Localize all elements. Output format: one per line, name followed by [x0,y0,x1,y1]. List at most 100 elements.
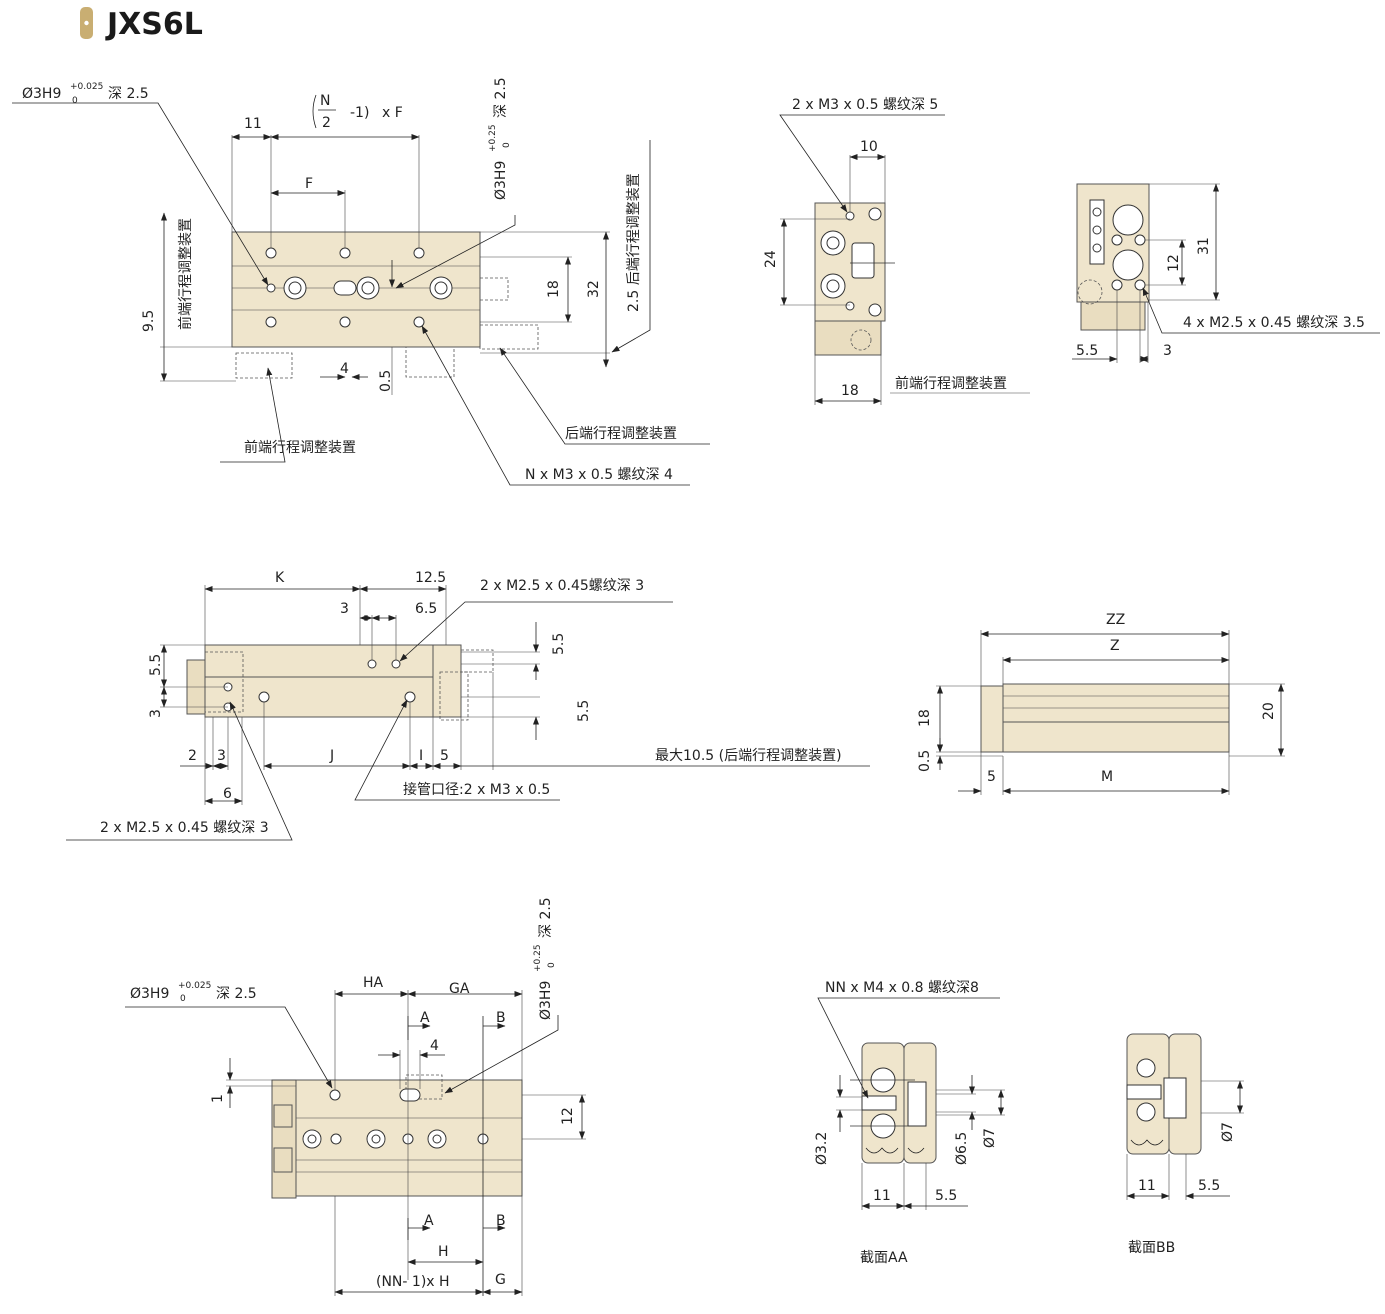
label-m25-3-bot: 2 x M2.5 x 0.45 螺纹深 3 [100,820,269,836]
vert-tol-lower: 0 [502,142,512,148]
end-view: 2 x M3 x 0.5 螺纹深 5 10 24 18 前端行程调整装置 [763,97,1030,405]
bottom-view: Ø3H9 +0.025 0 深 2.5 HA GA Ø3H9 +0.25 0 深… [125,897,586,1296]
dim-5-5f: 5.5 [1198,1178,1220,1194]
dim-2: 2 [188,748,197,764]
dim-3-2: Ø3.2 [814,1132,830,1165]
dim-7: Ø7 [982,1128,998,1148]
dim-3: 3 [1163,343,1172,359]
dim-h: H [438,1244,449,1260]
elevation-view: ZZ Z 18 20 0.5 5 M [917,612,1285,795]
label-two: 2 [322,115,331,131]
label-m25-35: 4 x M2.5 x 0.45 螺纹深 3.5 [1183,315,1365,331]
label-tol-lower: 0 [72,96,78,106]
label-max-10-5: 最大10.5 (后端行程调整装置) [655,748,842,764]
dim-18c: 18 [917,709,933,727]
dim-7b: Ø7 [1220,1122,1236,1142]
vert-hole-label: Ø3H9 [493,161,509,200]
section-aa-view: NN x M4 x 0.8 螺纹深8 Ø3.2 Ø6.5 Ø7 11 5.5 截… [814,980,1005,1266]
dim-31: 31 [1196,237,1212,255]
label-nn-m4: NN x M4 x 0.8 螺纹深8 [825,980,979,996]
rear-view: 31 12 4 x M2.5 x 0.45 螺纹深 3.5 5.5 3 [1072,183,1380,363]
dim-32: 32 [586,280,602,298]
title-block: JXS6L [80,7,203,42]
dim-3c: 3 [148,709,164,718]
dim-12-5: 12.5 [415,570,446,586]
dim-1: 1 [210,1094,226,1103]
dim-z: Z [1110,638,1120,654]
dim-5: 5 [440,748,449,764]
dim-12b: 12 [560,1107,576,1125]
label-front-adjust2: 前端行程调整装置 [895,375,1007,392]
dim-ha: HA [363,975,384,991]
dim-5-5b: 5.5 [551,633,567,655]
top-view: Ø3H9 +0.025 0 深 2.5 N 2 -1) x F 11 F Ø3H… [12,77,710,486]
rear-adjust-vertical: 2.5 后端行程调整装置 [626,173,642,312]
dim-10: 10 [860,139,878,155]
vert-tol-upper: +0.25 [488,124,498,152]
dim-11b: 11 [873,1188,891,1204]
label-xf: x F [382,105,403,121]
vert-tol-lower-b: 0 [547,962,557,968]
dim-6-5d: Ø6.5 [954,1132,970,1165]
dim-5-5: 5.5 [1076,343,1098,359]
dim-18: 18 [546,280,562,298]
label-tol-lower-b: 0 [180,994,186,1004]
dim-24: 24 [763,250,779,268]
side-view: K 12.5 2 x M2.5 x 0.45螺纹深 3 3 6.5 5.5 5.… [66,570,870,841]
label-depth-b: 深 2.5 [216,986,257,1002]
label-depth: 深 2.5 [108,86,149,102]
label-m25-3-top: 2 x M2.5 x 0.45螺纹深 3 [480,578,644,594]
label-port: 接管口径:2 x M3 x 0.5 [403,781,550,798]
section-marker-a2: A [424,1213,434,1229]
dim-11c: 11 [1138,1178,1156,1194]
dim-ga: GA [449,981,470,997]
dim-zz: ZZ [1106,612,1125,628]
front-adjust-vertical: 前端行程调整装置 [177,218,194,330]
dim-0-5: 0.5 [378,370,394,392]
dim-3b: 3 [340,601,349,617]
section-marker-a: A [420,1010,430,1026]
label-hole-3h9-b: Ø3H9 [130,986,169,1002]
page-title: JXS6L [105,7,203,42]
label-rear-adjust: 后端行程调整装置 [565,426,677,442]
dim-20: 20 [1261,702,1277,720]
dim-6-5: 6.5 [415,601,437,617]
dim-9-5: 9.5 [141,310,157,332]
dim-f: F [305,176,313,192]
vert-hole-b: Ø3H9 [538,981,554,1020]
label-hole-3h9: Ø3H9 [22,86,61,102]
dim-g: G [495,1272,506,1288]
dim-18b: 18 [841,383,859,399]
dim-6: 6 [223,786,232,802]
dim-j: J [329,748,334,764]
dim-5b: 5 [987,769,996,785]
dim-11: 11 [244,116,262,132]
dim-k: K [275,570,285,586]
vert-tol-upper-b: +0.25 [533,944,543,972]
dim-5-5c: 5.5 [576,700,592,722]
dim-5-5e: 5.5 [935,1188,957,1204]
dim-m: M [1101,769,1113,785]
mount-holes [265,247,453,328]
dim-nn: (NN- 1)x H [376,1274,450,1290]
section-marker-b: B [496,1010,506,1026]
dim-4: 4 [340,361,349,377]
label-tol-upper-b: +0.025 [178,981,211,991]
dim-i: I [419,748,423,764]
dim-3d: 3 [217,748,226,764]
section-bb-view: Ø7 11 5.5 截面BB [1126,1033,1244,1256]
section-marker-b2: B [496,1213,506,1229]
dim-0-5b: 0.5 [917,750,933,772]
label-m3-depth5: 2 x M3 x 0.5 螺纹深 5 [792,97,938,113]
vert-depth-label: 深 2.5 [493,77,509,118]
label-n: N [320,93,330,109]
label-tol-upper: +0.025 [70,82,103,92]
dim-5-5d: 5.5 [148,654,164,676]
caption-section-aa: 截面AA [860,1250,908,1266]
label-minus-one: -1) [350,105,369,121]
label-nm3: N x M3 x 0.5 螺纹深 4 [525,467,673,483]
dim-12: 12 [1166,254,1182,272]
caption-section-bb: 截面BB [1128,1240,1175,1256]
vert-depth-b: 深 2.5 [538,897,554,938]
